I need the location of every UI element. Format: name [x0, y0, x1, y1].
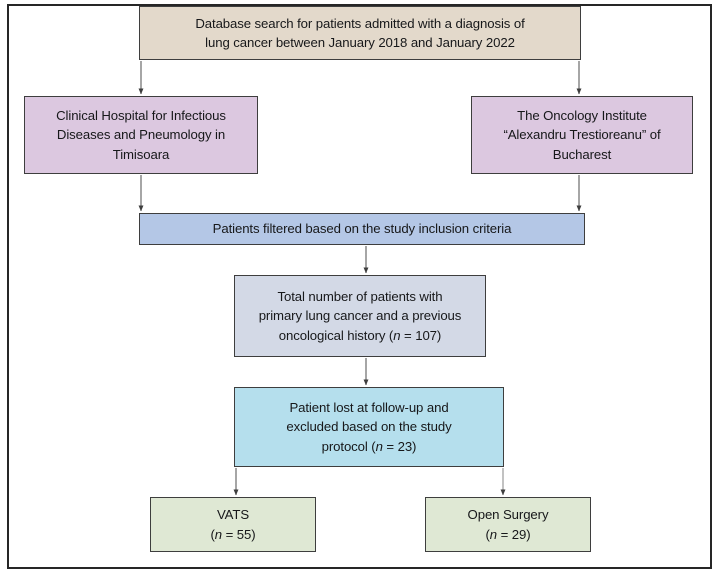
node-database-search-label: Database search for patients admitted wi… — [195, 15, 525, 50]
open-surgery-n-symbol: n — [489, 526, 497, 542]
node-total-patients: Total number of patients with primary lu… — [234, 275, 486, 357]
total-n-value: = 107) — [404, 327, 442, 343]
node-total-patients-label: Total number of patients with primary lu… — [258, 289, 462, 343]
vats-n-symbol: n — [214, 526, 222, 542]
node-open-surgery-label: Open Surgery (n = 29) — [467, 507, 549, 542]
node-patients-lost: Patient lost at follow-up and excluded b… — [234, 387, 504, 467]
node-vats-label: VATS (n = 55) — [210, 507, 256, 542]
open-surgery-n-value: = 29) — [500, 526, 531, 542]
node-patients-filtered: Patients filtered based on the study inc… — [139, 213, 585, 245]
node-oncology-institute-bucharest: The Oncology Institute “Alexandru Tresti… — [471, 96, 693, 174]
vats-n-value: = 55) — [225, 526, 256, 542]
node-oncology-institute-label: The Oncology Institute “Alexandru Tresti… — [503, 108, 661, 162]
node-database-search: Database search for patients admitted wi… — [139, 6, 581, 60]
node-patients-filtered-label: Patients filtered based on the study inc… — [212, 221, 512, 237]
lost-n-symbol: n — [375, 438, 383, 454]
node-open-surgery-group: Open Surgery (n = 29) — [425, 497, 591, 552]
node-clinical-hospital-label: Clinical Hospital for Infectious Disease… — [56, 108, 226, 162]
lost-n-value: = 23) — [386, 438, 417, 454]
node-vats-group: VATS (n = 55) — [150, 497, 316, 552]
node-clinical-hospital-timisoara: Clinical Hospital for Infectious Disease… — [24, 96, 258, 174]
node-patients-lost-label: Patient lost at follow-up and excluded b… — [286, 400, 452, 454]
total-n-symbol: n — [393, 327, 401, 343]
